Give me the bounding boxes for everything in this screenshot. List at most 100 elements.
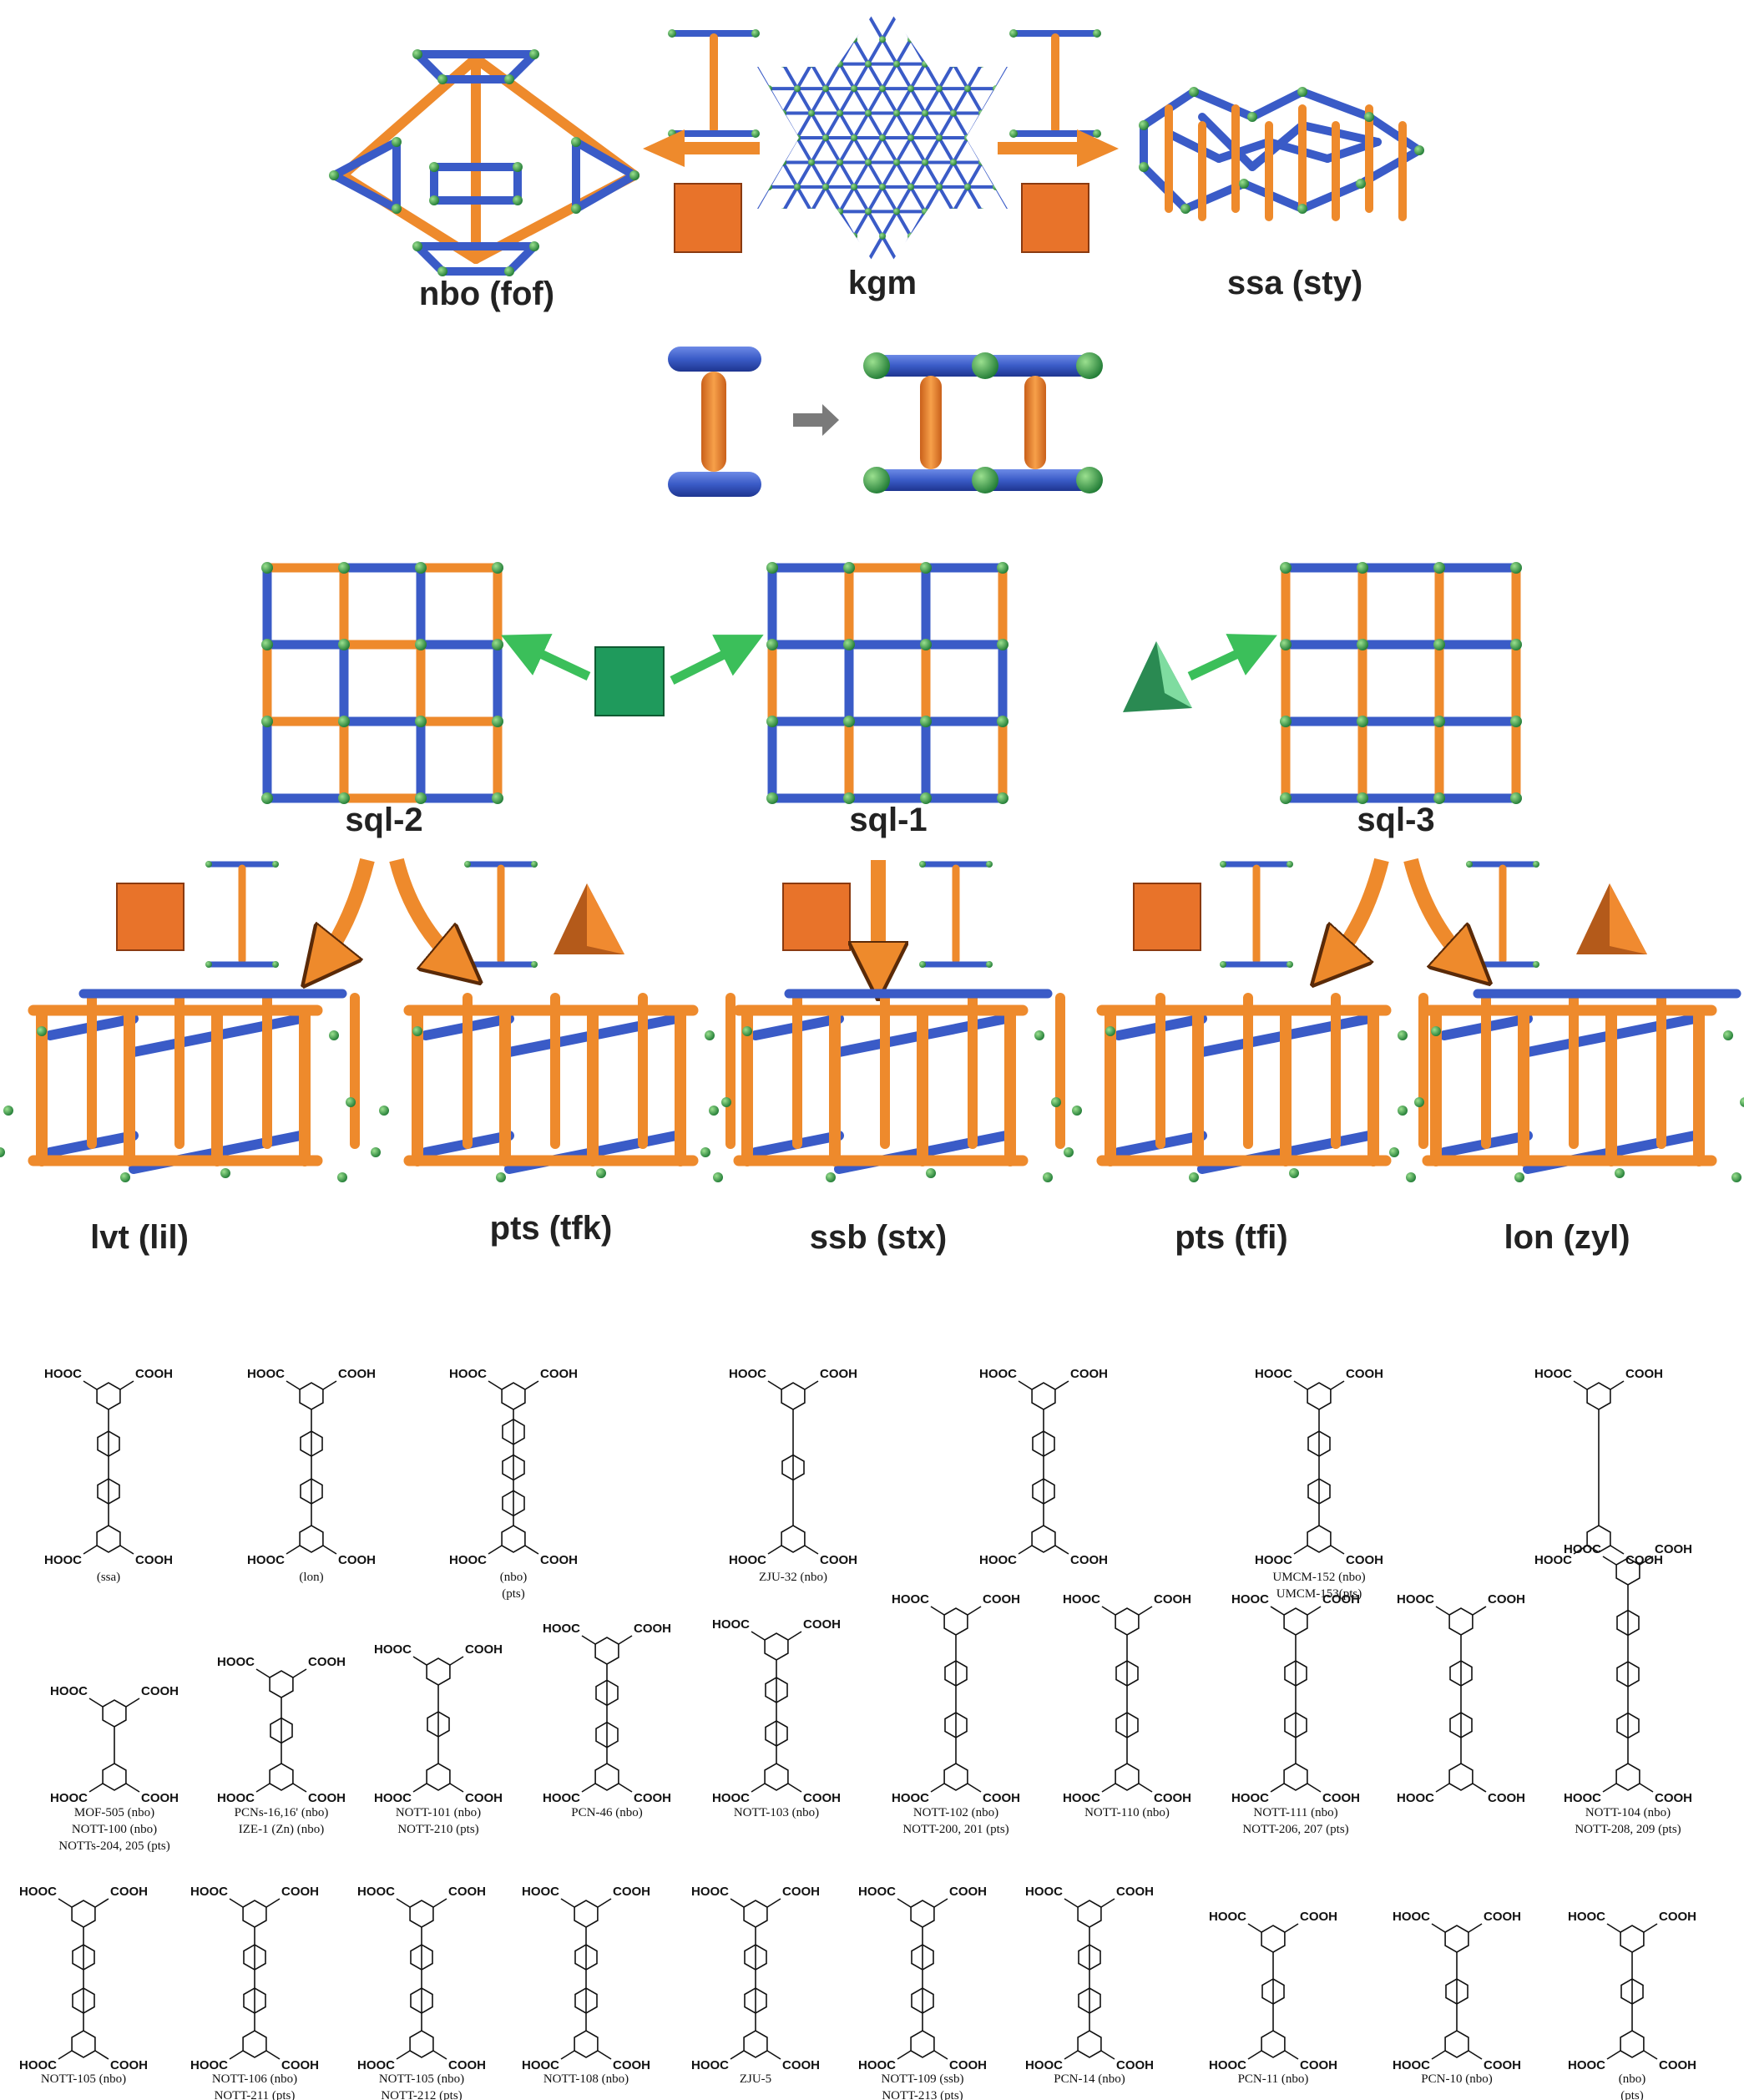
hooc-label: HOOC (449, 1367, 487, 1381)
green-node (492, 639, 503, 650)
benzene-ring (1115, 1608, 1139, 1635)
bond (450, 1657, 463, 1665)
bond (768, 1381, 781, 1389)
green-node (893, 159, 900, 165)
bond (1436, 1784, 1449, 1792)
cooh-label: COOH (634, 1791, 671, 1805)
green-node (513, 195, 523, 205)
green-node (837, 159, 843, 165)
green-node (1514, 1172, 1524, 1182)
bond (931, 1784, 944, 1792)
green-node (851, 36, 857, 43)
cooh-label: COOH (540, 1553, 578, 1567)
bond (582, 1784, 595, 1792)
green-node (1051, 1097, 1061, 1107)
bond (95, 2051, 109, 2059)
green-node (922, 61, 928, 68)
bond (788, 1784, 801, 1792)
green-node (338, 716, 350, 727)
green-node (993, 36, 999, 43)
hooc-label: HOOC (217, 1655, 255, 1669)
cooh-label: COOH (1659, 2058, 1696, 2072)
green-node (1510, 716, 1522, 727)
ligand-name: PCN-11 (nbo) (1238, 2072, 1309, 2086)
blue-rod (593, 1136, 676, 1152)
bond (619, 1784, 632, 1792)
benzene-ring (502, 1383, 525, 1409)
green-node (1357, 562, 1368, 574)
benzene-ring (944, 1763, 968, 1790)
cooh-label: COOH (281, 2058, 319, 2072)
bottom-row: lvt (lil) pts (tfk) ssb (stx) pts (tfi) … (0, 994, 1744, 1256)
ligand-name: NOTT-212 (pts) (381, 2089, 462, 2100)
green-node (415, 716, 427, 727)
benzene-ring (1115, 1763, 1139, 1790)
green-node (766, 792, 778, 804)
green-node (1180, 204, 1190, 214)
ligand: HOOCCOOHHOOCCOOHNOTT-109 (ssb)NOTT-213 (… (858, 1885, 987, 2100)
hooc-label: HOOC (1255, 1553, 1292, 1567)
label-ssa: ssa (sty) (1227, 265, 1362, 301)
ligand-name: PCN-10 (nbo) (1421, 2072, 1492, 2086)
green-node (1357, 639, 1368, 650)
orange-rod (701, 372, 726, 472)
green-node (950, 208, 957, 215)
green-node (993, 184, 999, 190)
bond (1307, 1607, 1321, 1615)
green-node (978, 110, 985, 117)
orange-curved-arrow (1327, 860, 1382, 969)
orange-square-block (1022, 184, 1089, 252)
pillar-building-blocks (117, 860, 1647, 977)
benzene-ring (502, 1526, 525, 1552)
ligand: HOOCCOOHHOOCCOOHZJU-32 (nbo) (729, 1367, 857, 1584)
green-node (1297, 204, 1307, 214)
ligand: HOOCCOOHHOOCCOOH(lon) (247, 1367, 376, 1584)
green-node (0, 1147, 5, 1157)
bond (598, 2051, 611, 2059)
green-node (922, 208, 928, 215)
green-node (1615, 1168, 1625, 1178)
green-node (766, 85, 772, 92)
ligand: HOOCCOOHHOOCCOOHNOTT-108 (nbo) (522, 1885, 650, 2086)
benzene-ring (410, 1900, 433, 1927)
cooh-label: COOH (613, 2058, 650, 2072)
green-node (766, 562, 778, 574)
benzene-ring (595, 1637, 619, 1664)
ligand-name: NOTT-200, 201 (pts) (902, 1823, 1008, 1836)
hooc-label: HOOC (858, 2058, 896, 2072)
ligand-structures: HOOCCOOHHOOCCOOH(ssa)HOOCCOOHHOOCCOOH(lo… (19, 1367, 1696, 2100)
orange-rod (920, 376, 942, 469)
cooh-label: COOH (1322, 1791, 1360, 1805)
bond (1271, 1607, 1284, 1615)
bond (1248, 2051, 1261, 2059)
cooh-label: COOH (820, 1367, 857, 1381)
green-node (531, 861, 538, 868)
cooh-label: COOH (1070, 1553, 1108, 1567)
kgm-net-illustration (690, 0, 1075, 276)
bond (582, 1636, 595, 1644)
bond (89, 1784, 103, 1792)
green-node (843, 639, 855, 650)
bond (83, 1381, 97, 1389)
green-node (3, 1106, 13, 1116)
cooh-label: COOH (1488, 1592, 1525, 1607)
bond (1607, 2051, 1620, 2059)
bond (1468, 2051, 1482, 2059)
bond (83, 1546, 97, 1554)
benzene-ring (744, 1900, 767, 1927)
cooh-label: COOH (338, 1553, 376, 1567)
green-node (1433, 639, 1445, 650)
green-node (392, 137, 402, 147)
green-node (822, 85, 829, 92)
hooc-label: HOOC (247, 1553, 285, 1567)
bond (413, 1657, 427, 1665)
green-node (919, 961, 926, 968)
benzene-ring (1032, 1383, 1055, 1409)
blue-rod (1252, 92, 1302, 117)
green-node (837, 61, 843, 68)
bond (323, 1546, 336, 1554)
green-node (1064, 1147, 1074, 1157)
ligand-name: NOTT-100 (nbo) (72, 1823, 157, 1836)
green-node (950, 110, 957, 117)
green-node (1289, 1168, 1299, 1178)
